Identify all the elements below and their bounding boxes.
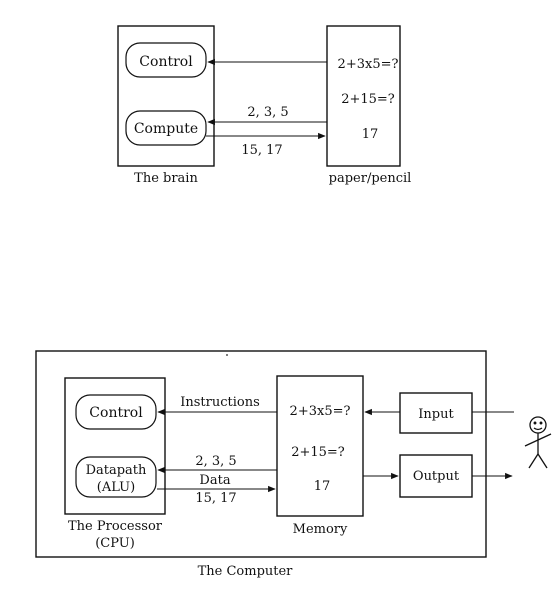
cpu-control-label: Control: [89, 405, 143, 421]
output-label: Output: [413, 469, 460, 484]
data-in-values: 2, 3, 5: [195, 454, 236, 469]
paper-box: [326, 25, 401, 167]
top-input-values: 2, 3, 5: [247, 105, 288, 120]
memory-caption: Memory: [293, 522, 348, 537]
computer-caption: The Computer: [198, 564, 294, 579]
memory-line-2: 2+15=?: [291, 445, 345, 460]
brain-control-box: [125, 42, 207, 78]
brain-diagram: Control Compute The brain: [117, 25, 215, 186]
brain-box: [117, 25, 215, 167]
brain-caption: The brain: [134, 171, 198, 186]
memory-box: [276, 375, 364, 517]
brain-compute-label: Compute: [134, 121, 198, 137]
data-out-values: 15, 17: [195, 491, 236, 506]
speck: [226, 354, 228, 356]
data-label: Data: [199, 473, 230, 488]
memory: 2+3x5=? 2+15=? 17 Memory: [276, 375, 364, 537]
datapath-label: Datapath: [86, 463, 147, 478]
processor-box: [64, 377, 166, 515]
paper-line-3: 17: [362, 127, 379, 142]
datapath-box: [75, 456, 157, 498]
computer-box: [35, 350, 487, 558]
processor: Control Datapath (ALU) The Processor (CP…: [64, 377, 166, 551]
input-label: Input: [418, 407, 454, 422]
paper-caption: paper/pencil: [329, 171, 412, 186]
paper-line-2: 2+15=?: [341, 92, 395, 107]
paper-diagram: 2+3x5=? 2+15=? 17 paper/pencil: [326, 25, 412, 186]
alu-label: (ALU): [97, 480, 135, 495]
person-icon: [524, 416, 552, 469]
processor-caption: The Processor: [68, 519, 163, 534]
input-box: [399, 392, 473, 434]
cpu-caption: (CPU): [95, 536, 135, 551]
brain-compute-box: [125, 110, 207, 146]
paper-line-1: 2+3x5=?: [338, 57, 399, 72]
cpu-control-box: [75, 394, 157, 430]
instructions-label: Instructions: [180, 395, 260, 410]
memory-line-1: 2+3x5=?: [290, 404, 351, 419]
brain-control-label: Control: [139, 54, 193, 70]
top-output-values: 15, 17: [241, 143, 282, 158]
memory-line-3: 17: [314, 479, 331, 494]
